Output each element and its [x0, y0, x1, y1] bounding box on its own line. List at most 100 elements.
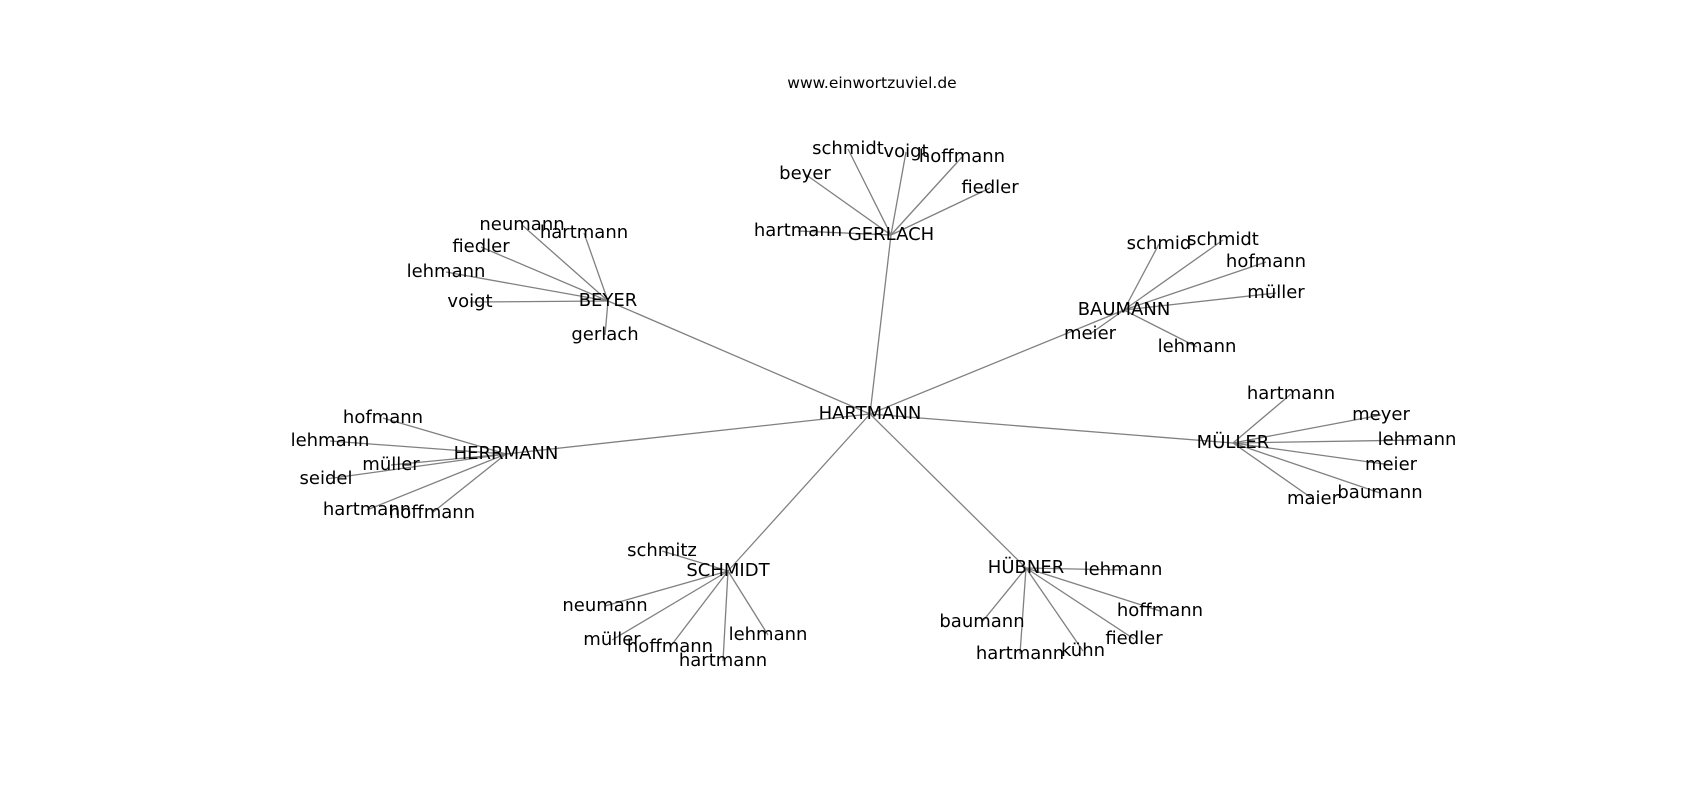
edge-müller-maier: [1232, 442, 1314, 500]
leaf-node-label-lehmann: lehmann: [1378, 429, 1457, 450]
hub-node-label-müller: MÜLLER: [1197, 431, 1270, 453]
edge-schmidt-lehmann: [727, 570, 769, 636]
leaf-node-label-fiedler: fiedler: [1105, 628, 1163, 649]
edge-baumann-lehmann: [1123, 309, 1198, 348]
leaf-node-label-lehmann: lehmann: [1084, 559, 1163, 580]
edge-müller-baumann: [1232, 442, 1381, 494]
leaf-node-label-hartmann: hartmann: [540, 222, 628, 243]
edge-hübner-hoffmann: [1025, 567, 1161, 612]
site-url: www.einwortzuviel.de: [787, 74, 956, 92]
leaf-node-label-schmitz: schmitz: [627, 540, 697, 561]
leaf-node-label-maier: maier: [1287, 488, 1340, 509]
edge-root-herrmann: [505, 413, 871, 455]
edge-schmidt-hoffmann: [669, 570, 729, 648]
edge-beyer-hartmann: [583, 232, 609, 302]
edge-beyer-lehmann: [445, 271, 609, 302]
edge-gerlach-fiedler: [890, 187, 991, 236]
edge-schmidt-müller: [611, 570, 729, 641]
edge-hübner-lehmann: [1025, 567, 1124, 571]
leaf-node-label-schmid: schmid: [1127, 233, 1192, 254]
leaf-node-label-hoffmann: hoffmann: [1117, 600, 1203, 621]
leaf-node-label-meyer: meyer: [1352, 404, 1410, 425]
leaf-node-label-meier: meier: [1365, 454, 1418, 475]
leaf-node-label-hartmann: hartmann: [1247, 383, 1335, 404]
leaf-node-label-gerlach: gerlach: [571, 324, 638, 345]
edge-hübner-kühn: [1025, 567, 1084, 652]
hub-node-label-gerlach: GERLACH: [848, 224, 934, 245]
leaf-node-label-hoffmann: hoffmann: [919, 146, 1005, 167]
edge-hübner-baumann: [981, 567, 1027, 623]
edge-root-beyer: [607, 300, 871, 415]
edge-müller-lehmann: [1232, 439, 1418, 444]
edge-baumann-schmidt: [1123, 239, 1224, 311]
leaf-node-label-lehmann: lehmann: [407, 261, 486, 282]
edge-gerlach-hartmann: [797, 230, 892, 236]
edge-root-baumann: [869, 309, 1125, 415]
edge-müller-hartmann: [1232, 393, 1292, 444]
edge-beyer-neumann: [521, 224, 609, 302]
edge-schmidt-neumann: [604, 570, 729, 607]
leaf-node-label-hartmann: hartmann: [679, 650, 767, 671]
leaf-node-label-müller: müller: [583, 629, 641, 650]
edge-beyer-fiedler: [480, 246, 609, 302]
edge-herrmann-müller: [390, 453, 507, 466]
leaf-node-label-müller: müller: [1247, 282, 1305, 303]
leaf-node-label-beyer: beyer: [779, 163, 831, 184]
edge-schmidt-schmitz: [661, 550, 729, 572]
leaf-node-label-schmidt: schmidt: [812, 138, 884, 159]
leaf-node-label-hofmann: hofmann: [1226, 251, 1306, 272]
leaf-node-label-hartmann: hartmann: [976, 643, 1064, 664]
leaf-node-label-kühn: kühn: [1061, 640, 1105, 661]
hub-node-label-beyer: BEYER: [579, 290, 638, 311]
edge-baumann-meier: [1089, 309, 1125, 335]
edge-root-gerlach: [869, 234, 892, 415]
leaf-node-label-voigt: voigt: [447, 291, 492, 312]
edge-gerlach-schmidt: [847, 148, 892, 236]
edge-herrmann-lehmann: [329, 440, 507, 455]
leaf-node-label-hofmann: hofmann: [343, 407, 423, 428]
edge-müller-meier: [1232, 442, 1392, 466]
leaf-node-label-schmidt: schmidt: [1187, 229, 1259, 250]
edge-gerlach-voigt: [890, 151, 907, 236]
edge-hübner-fiedler: [1025, 567, 1135, 640]
edge-beyer-voigt: [469, 300, 609, 303]
leaf-node-label-fiedler: fiedler: [452, 236, 510, 257]
edge-herrmann-hofmann: [382, 417, 507, 455]
leaf-node-label-hoffmann: hoffmann: [627, 636, 713, 657]
hub-node-label-hübner: HÜBNER: [988, 556, 1064, 578]
leaf-node-label-hoffmann: hoffmann: [389, 502, 475, 523]
edge-herrmann-seidel: [325, 453, 507, 480]
edge-herrmann-hoffmann: [431, 453, 507, 514]
edge-baumann-schmid: [1123, 243, 1160, 311]
leaf-node-label-baumann: baumann: [1337, 482, 1422, 503]
edges: [325, 148, 1418, 662]
leaf-node-label-neumann: neumann: [562, 595, 647, 616]
edge-baumann-müller: [1123, 292, 1277, 311]
edge-root-müller: [869, 413, 1234, 444]
leaf-node-label-hartmann: hartmann: [323, 499, 411, 520]
edge-gerlach-beyer: [804, 173, 892, 236]
leaf-node-label-lehmann: lehmann: [729, 624, 808, 645]
hub-node-label-herrmann: HERRMANN: [454, 443, 559, 464]
leaf-node-label-neumann: neumann: [479, 214, 564, 235]
root-node-label: HARTMANN: [819, 403, 922, 424]
edge-gerlach-hoffmann: [890, 156, 963, 236]
leaf-node-label-meier: meier: [1064, 323, 1117, 344]
leaf-node-label-lehmann: lehmann: [1158, 336, 1237, 357]
edge-hübner-hartmann: [1019, 567, 1027, 655]
leaf-node-label-hartmann: hartmann: [754, 220, 842, 241]
edge-herrmann-hartmann: [366, 453, 507, 511]
leaf-node-label-müller: müller: [362, 454, 420, 475]
leaf-node-label-lehmann: lehmann: [291, 430, 370, 451]
hub-node-label-baumann: BAUMANN: [1078, 299, 1171, 320]
edge-root-schmidt: [727, 413, 871, 572]
edge-baumann-hofmann: [1123, 261, 1267, 311]
edge-müller-meyer: [1232, 414, 1382, 444]
leaf-node-label-fiedler: fiedler: [961, 177, 1019, 198]
edge-root-hübner: [869, 413, 1027, 569]
leaf-node-label-baumann: baumann: [939, 611, 1024, 632]
leaf-node-label-voigt: voigt: [883, 141, 928, 162]
leaf-node-label-seidel: seidel: [300, 468, 353, 489]
